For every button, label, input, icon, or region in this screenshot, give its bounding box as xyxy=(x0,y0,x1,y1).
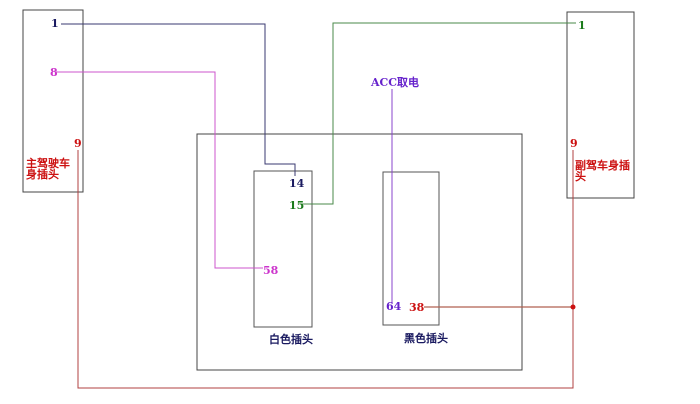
head-unit-box xyxy=(196,133,523,371)
black-pin-64: 64 xyxy=(386,300,402,313)
white-pin-58: 58 xyxy=(263,264,279,277)
wire-red-9-loop xyxy=(77,150,574,389)
wire-green-1-to-15 xyxy=(300,22,576,205)
main-pin-8: 8 xyxy=(50,66,58,79)
wire-magenta-8-to-58 xyxy=(56,71,263,269)
black-pin-38: 38 xyxy=(409,301,425,314)
wire-navy-1-to-14 xyxy=(61,23,296,176)
acc-power-label: ACC取电 xyxy=(371,76,420,89)
passenger-label: 副驾车身插头 xyxy=(575,159,630,183)
junction-dot xyxy=(570,304,576,310)
main-pin-1: 1 xyxy=(51,17,59,30)
white-plug-label: 白色插头 xyxy=(269,333,313,346)
main-pin-9: 9 xyxy=(74,137,82,150)
passenger-pin-1: 1 xyxy=(578,19,586,32)
black-plug-label: 黑色插头 xyxy=(404,332,448,345)
black-plug-box xyxy=(382,171,440,326)
white-plug-box xyxy=(253,170,313,328)
main-driver-label: 主驾驶车身插头 xyxy=(26,157,70,181)
main-driver-connector-box xyxy=(22,9,84,193)
white-pin-14: 14 xyxy=(289,177,305,190)
passenger-connector-box xyxy=(566,11,635,199)
passenger-pin-9: 9 xyxy=(570,137,578,150)
white-pin-15: 15 xyxy=(289,199,305,212)
